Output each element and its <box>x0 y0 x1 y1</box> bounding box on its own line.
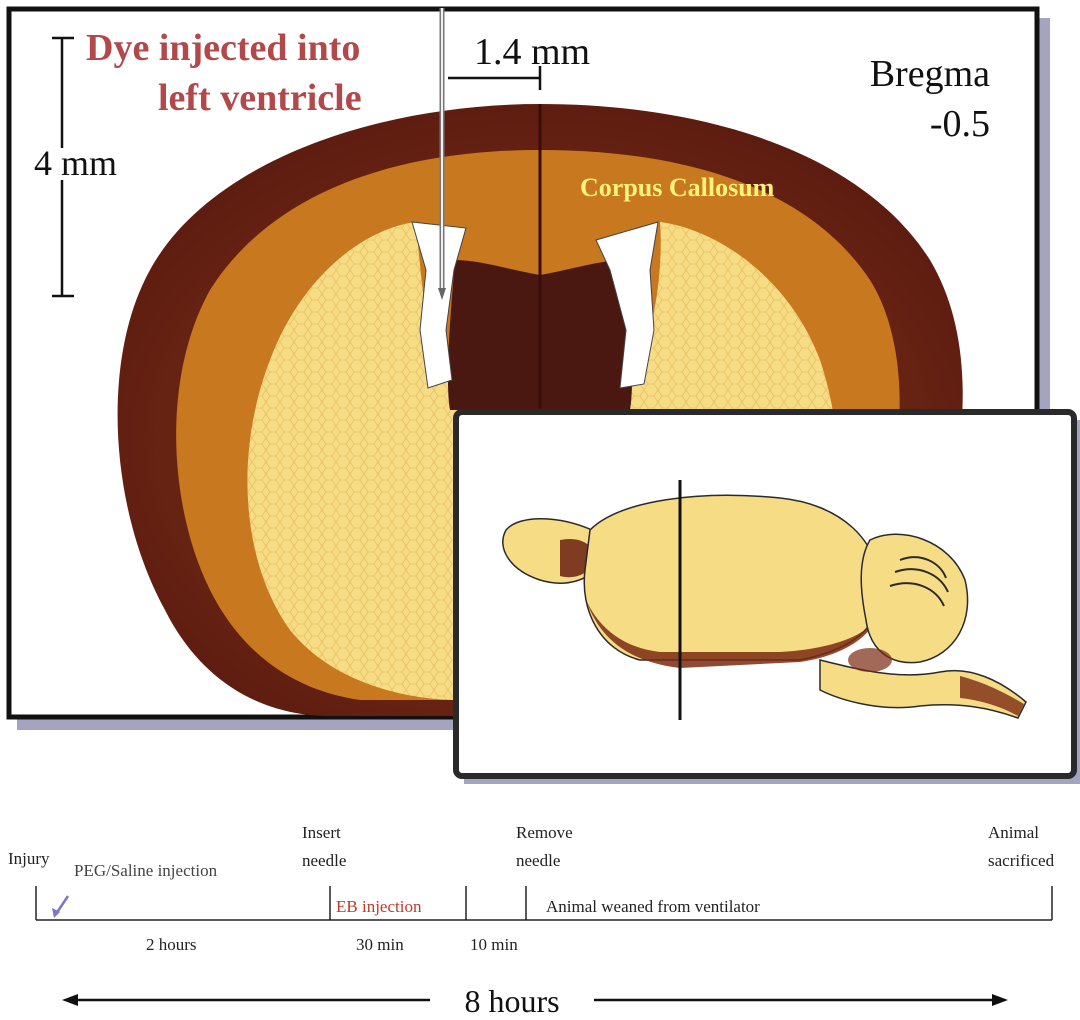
bregma-label: Bregma <box>870 53 990 95</box>
depth-label: 4 mm <box>34 143 117 183</box>
sagittal-inset-panel <box>456 412 1080 784</box>
event-weaned: Animal weaned from ventilator <box>546 897 760 916</box>
offset-label: 1.4 mm <box>474 31 590 73</box>
event-peg: PEG/Saline injection <box>74 861 218 880</box>
total-arrowhead-left-icon <box>62 994 78 1006</box>
event-eb: EB injection <box>336 897 422 916</box>
duration-10-min: 10 min <box>470 935 518 954</box>
cerebrum <box>584 495 880 660</box>
event-remove-line2: needle <box>516 851 560 870</box>
event-injury: Injury <box>8 849 50 868</box>
event-remove-line1: Remove <box>516 823 573 842</box>
bregma-value: -0.5 <box>930 103 990 145</box>
corpus-callosum-label: Corpus Callosum <box>580 173 775 202</box>
dye-label-line2: left ventricle <box>158 77 362 119</box>
dye-label-line1: Dye injected into <box>86 27 360 69</box>
event-insert-line1: Insert <box>302 823 341 842</box>
duration-30-min: 30 min <box>356 935 404 954</box>
event-animal-line1: Animal <box>988 823 1039 842</box>
duration-2-hours: 2 hours <box>146 935 197 954</box>
event-insert-line2: needle <box>302 851 346 870</box>
event-animal-line2: sacrificed <box>988 851 1055 870</box>
pons-shading <box>848 648 892 672</box>
total-arrowhead-right-icon <box>992 994 1008 1006</box>
experiment-timeline: Injury PEG/Saline injection Insert needl… <box>8 823 1055 1019</box>
total-duration: 8 hours <box>464 983 559 1019</box>
